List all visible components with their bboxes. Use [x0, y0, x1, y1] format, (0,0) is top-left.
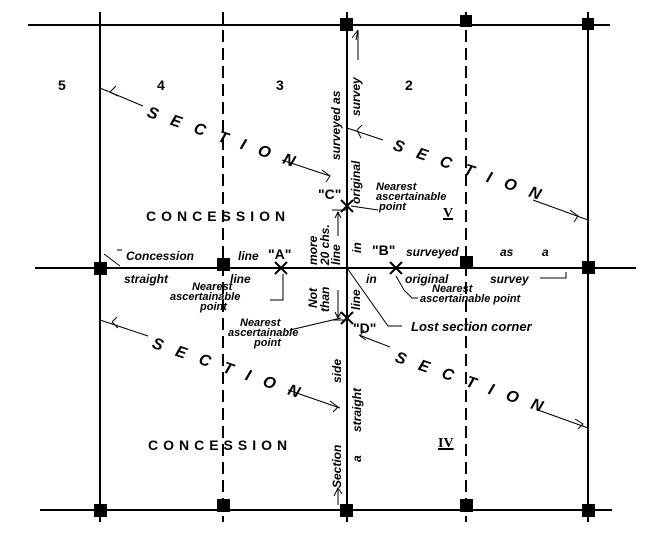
section-line-text: surveyed as	[329, 90, 343, 160]
annotation-line: Nearest	[191, 281, 233, 293]
annotation-nearest-a: Nearest ascertainable point	[170, 281, 241, 313]
concession-line-text: surveyed	[406, 245, 459, 259]
section-line-text: in	[350, 242, 364, 253]
corner-marker	[340, 504, 353, 517]
concession-label-upper: CONCESSION	[146, 208, 291, 224]
section-number: 5	[58, 77, 66, 93]
corner-marker	[94, 262, 107, 275]
section-line-text: a	[350, 455, 364, 462]
annotation-line: point	[254, 337, 281, 349]
annotation-line: point	[200, 301, 227, 313]
section-number: 4	[157, 77, 165, 93]
corner-marker	[94, 504, 107, 517]
corner-marker	[460, 256, 473, 269]
concession-line-text: straight	[124, 272, 169, 286]
corner-marker	[460, 15, 472, 27]
section-line-text: Section	[330, 444, 344, 488]
point-b-mark	[389, 261, 403, 275]
section-line-text: survey	[349, 77, 363, 116]
distance-note: line	[329, 244, 343, 265]
point-a-label: "A"	[268, 246, 292, 262]
concession-line-text: as	[500, 245, 514, 259]
concession-line-text: line	[238, 249, 259, 263]
annotation-line: ascertainable point	[420, 293, 521, 305]
section-line-text: side	[330, 358, 344, 383]
concession-line-text: original	[405, 272, 449, 286]
point-b-label: "B"	[372, 242, 396, 258]
annotation-line: point	[379, 201, 406, 213]
corner-markers	[94, 15, 595, 517]
annotation-lost-section-corner: Lost section corner	[411, 319, 532, 334]
concession-line-text: line	[230, 272, 251, 286]
distance-note: than	[318, 286, 332, 312]
section-line-text: straight	[350, 387, 364, 432]
annotation-line: ascertainable	[228, 327, 299, 339]
section-line-text: original	[349, 160, 363, 204]
section-number: 3	[276, 77, 284, 93]
annotation-line: ascertainable	[170, 291, 241, 303]
point-a-mark	[274, 261, 288, 275]
concession-line-text: a	[542, 245, 549, 259]
corner-marker	[582, 504, 595, 517]
annotation-line: Nearest	[240, 317, 281, 329]
corner-marker	[217, 499, 230, 512]
annotation-nearest-d: Nearest ascertainable point	[228, 317, 299, 349]
concession-line-text: survey	[490, 272, 529, 286]
corner-marker	[460, 499, 473, 512]
concession-line-text: in	[366, 272, 377, 286]
annotation-nearest-c: Nearest ascertainable point	[376, 181, 447, 213]
annotation-line: ascertainable	[376, 191, 447, 203]
annotation-line: Nearest	[432, 283, 473, 295]
corner-marker	[217, 258, 230, 271]
roman-numeral-v: V	[443, 206, 454, 221]
section-line-text: line	[349, 289, 363, 310]
annotation-nearest-b: Nearest ascertainable point	[420, 283, 521, 305]
point-d-label: "D"	[353, 320, 377, 336]
corner-marker	[340, 18, 353, 31]
section-number: 2	[405, 77, 413, 93]
roman-numeral-iv: IV	[438, 436, 454, 451]
corner-marker	[582, 261, 595, 274]
concession-label-lower: CONCESSION	[148, 437, 293, 453]
annotation-line: Nearest	[376, 181, 417, 193]
corner-marker	[582, 18, 594, 30]
concession-line-text: Concession	[126, 249, 195, 263]
point-c-label: "C"	[318, 186, 342, 202]
point-d-mark	[340, 311, 354, 325]
